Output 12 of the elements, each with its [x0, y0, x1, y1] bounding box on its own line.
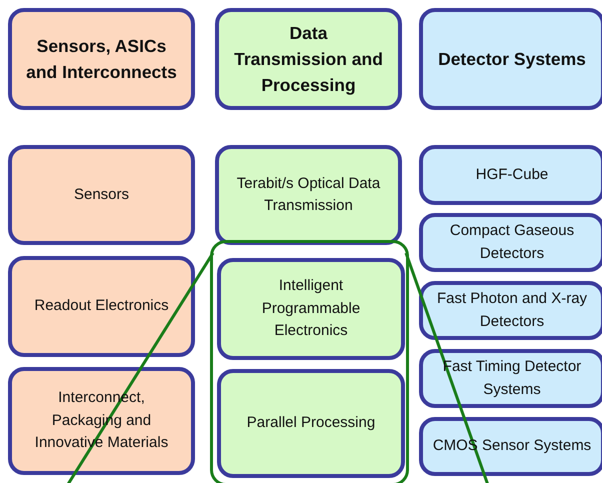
column-header-box: Data Transmission and Processing [215, 8, 402, 110]
topic-box: Sensors [8, 145, 195, 245]
topic-box: Readout Electronics [8, 256, 195, 357]
topic-box: HGF-Cube [419, 145, 602, 205]
topic-box: Parallel Processing [217, 369, 405, 478]
topic-box: Fast Photon and X-ray Detectors [419, 281, 602, 340]
column-header-box: Detector Systems [419, 8, 602, 110]
topic-box: Compact Gaseous Detectors [419, 213, 602, 272]
topic-box: Intelligent Programmable Electronics [217, 258, 405, 360]
topic-box: Terabit/s Optical Data Transmission [215, 145, 402, 245]
highlight-frame [210, 240, 409, 483]
column-header-box: Sensors, ASICs and Interconnects [8, 8, 195, 110]
